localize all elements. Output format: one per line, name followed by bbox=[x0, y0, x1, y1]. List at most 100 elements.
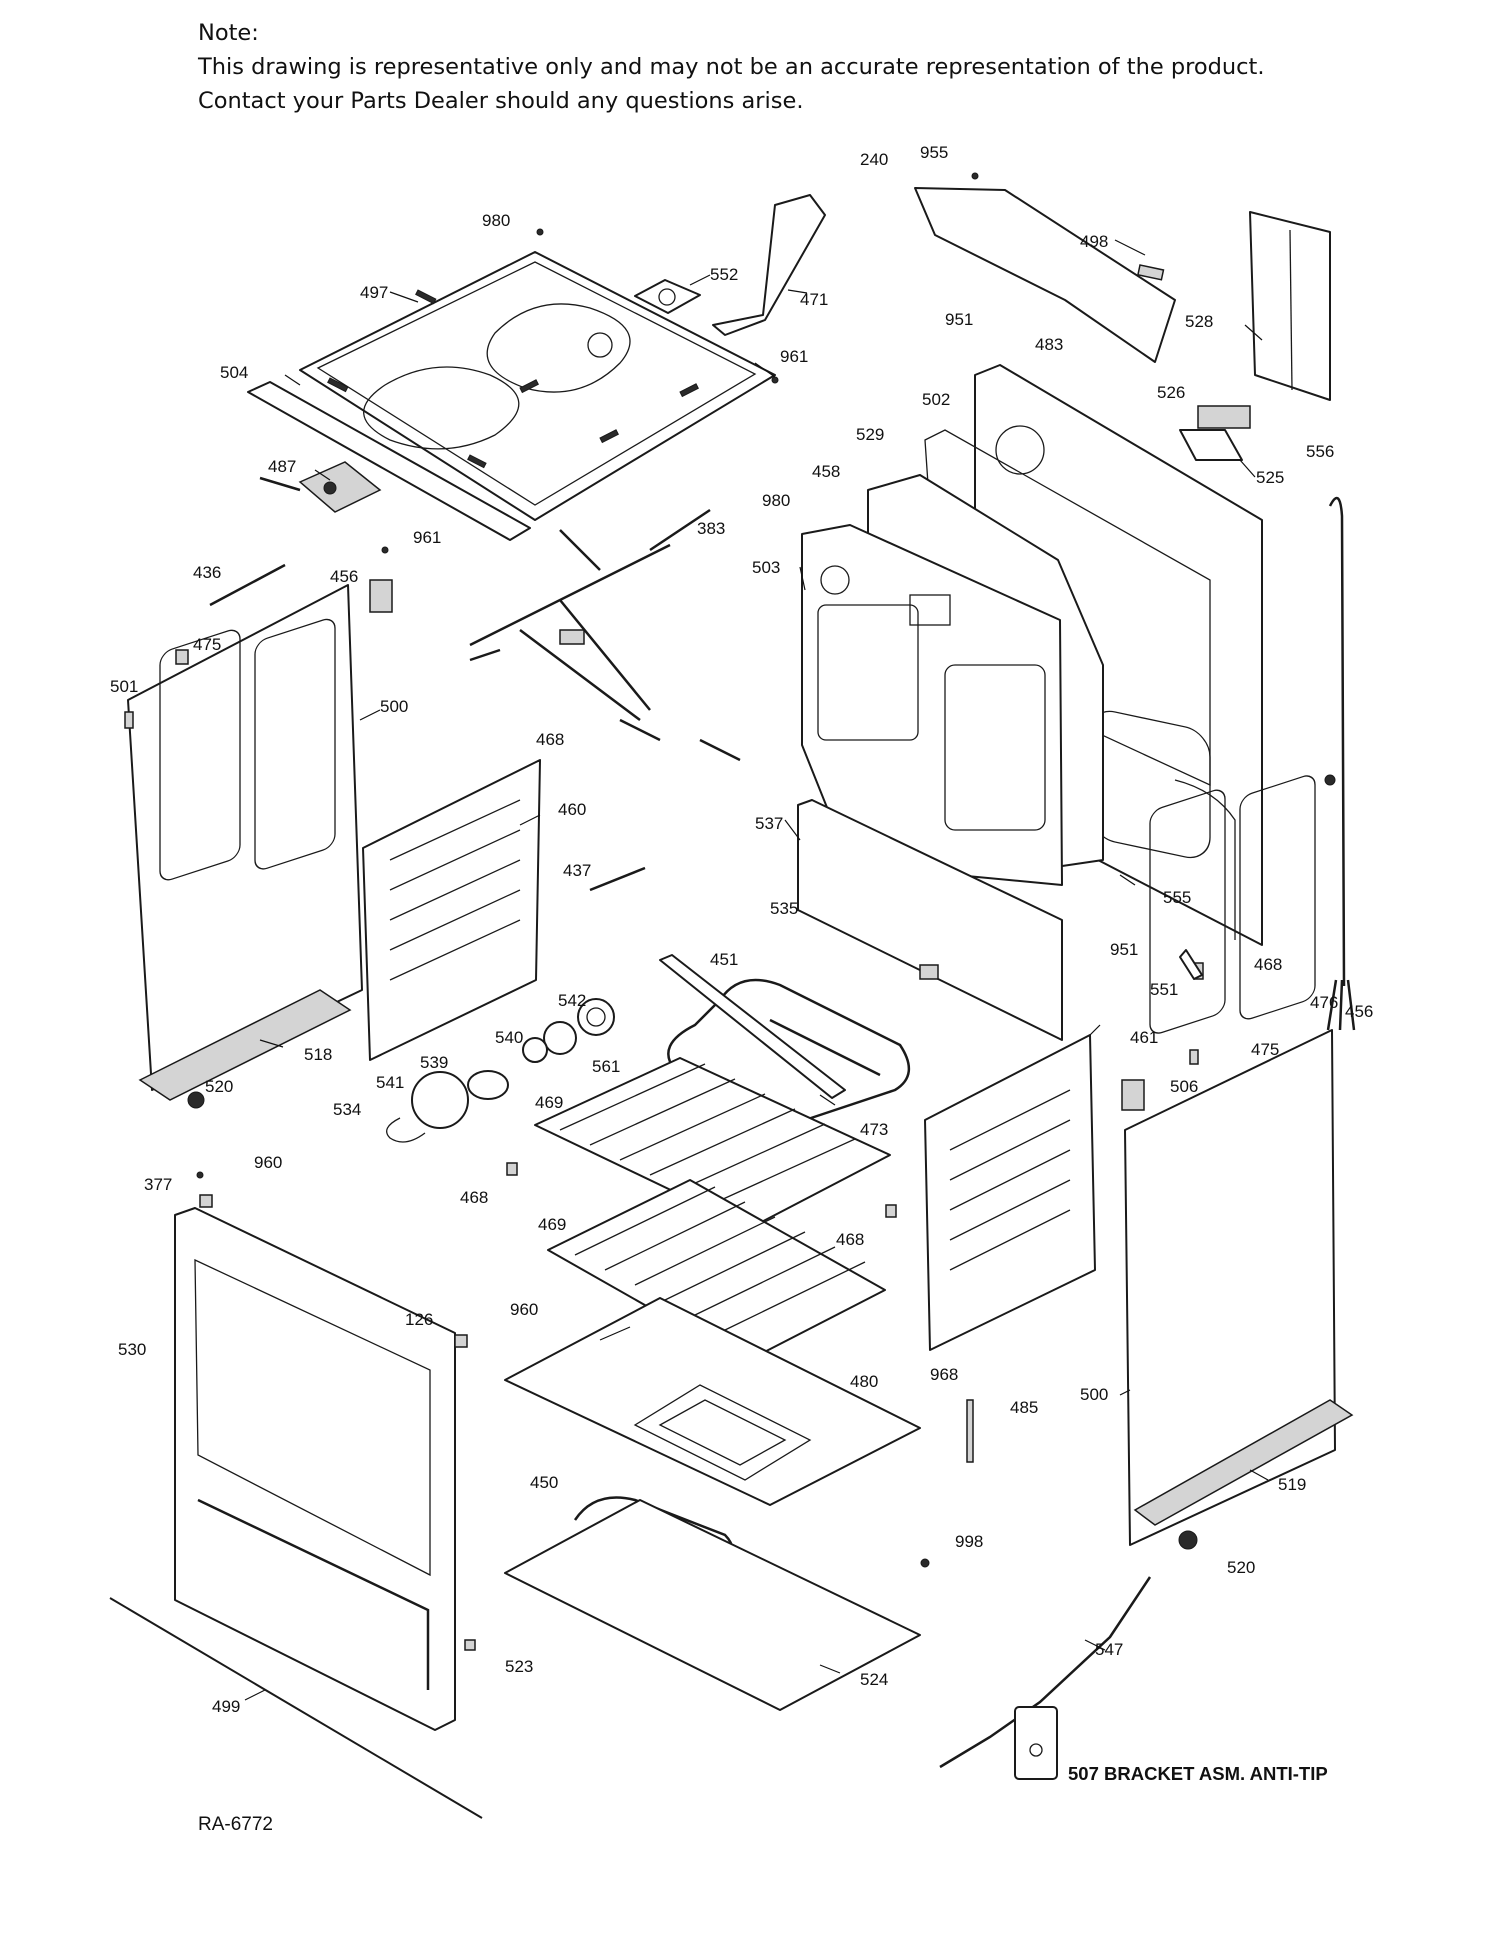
callout-458: 458 bbox=[812, 462, 840, 481]
callout-456: 456 bbox=[1345, 1002, 1373, 1021]
callout-468: 468 bbox=[1254, 955, 1282, 974]
callout-485: 485 bbox=[1010, 1398, 1038, 1417]
cooktop-panel bbox=[299, 251, 776, 521]
callout-483: 483 bbox=[1035, 335, 1063, 354]
callout-383: 383 bbox=[697, 519, 725, 538]
vent-bracket bbox=[797, 799, 1063, 1041]
bottom-panel bbox=[504, 1499, 921, 1711]
callout-968: 968 bbox=[930, 1365, 958, 1384]
wire-harness bbox=[469, 508, 741, 762]
callout-468: 468 bbox=[536, 730, 564, 749]
callout-547: 547 bbox=[1095, 1640, 1123, 1659]
callout-960: 960 bbox=[510, 1300, 538, 1319]
callout-951: 951 bbox=[945, 310, 973, 329]
door-bracket bbox=[966, 1399, 974, 1463]
callout-480: 480 bbox=[850, 1372, 878, 1391]
callout-240: 240 bbox=[860, 150, 888, 169]
left-rack-support bbox=[362, 759, 541, 1061]
callout-469: 469 bbox=[535, 1093, 563, 1112]
callout-labels: 240 955 980 498 497 552 471 951 483 528 … bbox=[110, 143, 1373, 1716]
callout-476: 476 bbox=[1310, 993, 1338, 1012]
front-trim bbox=[247, 381, 531, 541]
callout-475: 475 bbox=[193, 635, 221, 654]
callout-523: 523 bbox=[505, 1657, 533, 1676]
callout-503: 503 bbox=[752, 558, 780, 577]
callout-556: 556 bbox=[1306, 442, 1334, 461]
door-rod bbox=[209, 563, 286, 607]
callout-561: 561 bbox=[592, 1057, 620, 1076]
callout-461: 461 bbox=[1130, 1028, 1158, 1047]
callout-456: 456 bbox=[330, 567, 358, 586]
callout-469: 469 bbox=[538, 1215, 566, 1234]
callout-504: 504 bbox=[220, 363, 248, 382]
element-shield bbox=[659, 954, 846, 1099]
callout-497: 497 bbox=[360, 283, 388, 302]
callout-520: 520 bbox=[205, 1077, 233, 1096]
anti-tip-bracket bbox=[1014, 1706, 1058, 1780]
callout-529: 529 bbox=[856, 425, 884, 444]
callout-500: 500 bbox=[380, 697, 408, 716]
callout-473: 473 bbox=[860, 1120, 888, 1139]
right-rack-support bbox=[924, 1034, 1096, 1351]
callout-980: 980 bbox=[762, 491, 790, 510]
anti-tip-caption: 507 BRACKET ASM. ANTI-TIP bbox=[1068, 1763, 1328, 1784]
callout-980: 980 bbox=[482, 211, 510, 230]
callout-961: 961 bbox=[780, 347, 808, 366]
callout-525: 525 bbox=[1256, 468, 1284, 487]
toe-kick bbox=[109, 1597, 483, 1819]
callout-468: 468 bbox=[460, 1188, 488, 1207]
callout-377: 377 bbox=[144, 1175, 172, 1194]
callout-530: 530 bbox=[118, 1340, 146, 1359]
drawing-reference: RA-6772 bbox=[198, 1814, 273, 1835]
callout-460: 460 bbox=[558, 800, 586, 819]
callout-475: 475 bbox=[1251, 1040, 1279, 1059]
callout-551: 551 bbox=[1150, 980, 1178, 999]
rear-channel bbox=[1249, 211, 1331, 401]
callout-126: 126 bbox=[405, 1310, 433, 1329]
callout-518: 518 bbox=[304, 1045, 332, 1064]
oven-bottom bbox=[504, 1297, 921, 1506]
callout-552: 552 bbox=[710, 265, 738, 284]
callout-499: 499 bbox=[212, 1697, 240, 1716]
callout-539: 539 bbox=[420, 1053, 448, 1072]
oven-liner bbox=[801, 524, 1063, 886]
callout-540: 540 bbox=[495, 1028, 523, 1047]
callout-519: 519 bbox=[1278, 1475, 1306, 1494]
note-line-2: Contact your Parts Dealer should any que… bbox=[198, 88, 804, 114]
callout-468: 468 bbox=[836, 1230, 864, 1249]
wire-assembly bbox=[939, 1576, 1152, 1769]
callout-500: 500 bbox=[1080, 1385, 1108, 1404]
callout-951: 951 bbox=[1110, 940, 1138, 959]
light-rod bbox=[589, 866, 646, 892]
callout-534: 534 bbox=[333, 1100, 361, 1119]
cover-plate bbox=[634, 279, 701, 314]
note-line-1: This drawing is representative only and … bbox=[198, 54, 1265, 80]
callout-961: 961 bbox=[413, 528, 441, 547]
callout-535: 535 bbox=[770, 899, 798, 918]
front-frame bbox=[174, 1171, 456, 1731]
left-side-panel bbox=[127, 584, 363, 1109]
right-side-panel bbox=[1121, 775, 1354, 1550]
callout-502: 502 bbox=[922, 390, 950, 409]
callout-451: 451 bbox=[710, 950, 738, 969]
callout-955: 955 bbox=[920, 143, 948, 162]
callout-528: 528 bbox=[1185, 312, 1213, 331]
note-heading: Note: bbox=[198, 20, 259, 46]
callout-437: 437 bbox=[563, 861, 591, 880]
callout-998: 998 bbox=[955, 1532, 983, 1551]
oven-light-assembly bbox=[386, 998, 615, 1143]
callout-506: 506 bbox=[1170, 1077, 1198, 1096]
callout-960: 960 bbox=[254, 1153, 282, 1172]
callout-526: 526 bbox=[1157, 383, 1185, 402]
disclaimer-note: Note: This drawing is representative onl… bbox=[198, 16, 1348, 118]
callout-555: 555 bbox=[1163, 888, 1191, 907]
vent-duct bbox=[712, 194, 826, 336]
callout-leaders bbox=[244, 239, 1269, 1701]
callout-471: 471 bbox=[800, 290, 828, 309]
callout-542: 542 bbox=[558, 991, 586, 1010]
callout-537: 537 bbox=[755, 814, 783, 833]
infinite-switch bbox=[259, 461, 382, 513]
callout-487: 487 bbox=[268, 457, 296, 476]
callout-436: 436 bbox=[193, 563, 221, 582]
callout-541: 541 bbox=[376, 1073, 404, 1092]
